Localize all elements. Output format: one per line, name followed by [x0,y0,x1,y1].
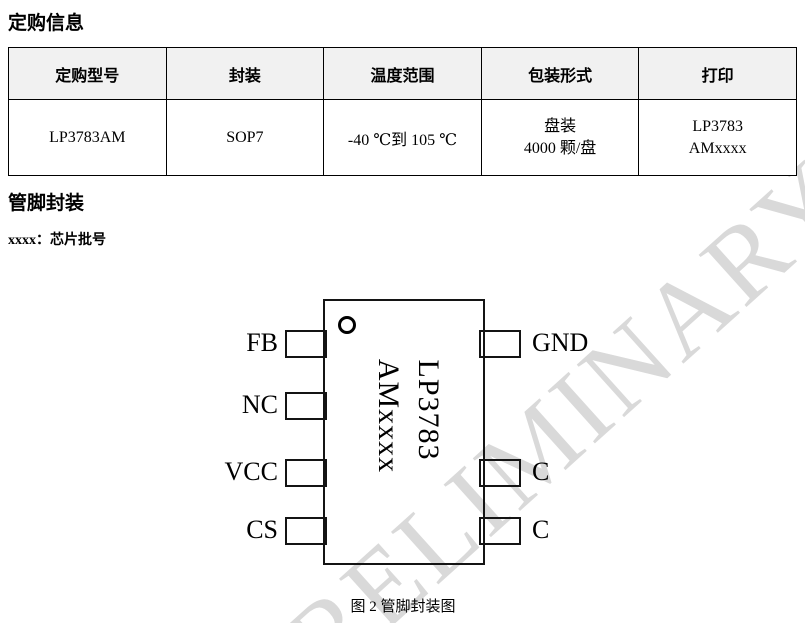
col-header-model: 定购型号 [8,47,167,100]
marking-line-1: LP3783 [692,117,744,135]
figure-caption: 图 2 管脚封装图 [350,599,456,615]
preliminary-watermark: PRELIMINARY [216,137,805,623]
col-header-package: 封装 [165,47,325,100]
pin-label-nc: NC [241,390,278,419]
cell-marking: LP3783 AMxxxx [638,99,797,176]
pin-fb [285,330,327,358]
pin-label-cs: CS [246,515,278,544]
section-title-package: 管脚封装 [8,193,85,214]
pin-c1 [479,459,521,487]
pin-label-c1: C [532,457,550,486]
packing-line-2: 4000 颗/盘 [523,139,597,157]
table-row: LP3783AM SOP7 -40 ℃到 105 ℃ 盘装 4000 颗/盘 L… [8,99,797,176]
col-header-packing: 包装形式 [480,47,640,100]
pin-label-vcc: VCC [224,457,278,486]
pin-vcc [285,459,327,487]
chip-body [323,299,485,565]
batch-number-note: xxxx：芯片批号 [8,233,106,248]
cell-model: LP3783AM [8,99,167,176]
table-header-row: 定购型号 封装 温度范围 包装形式 打印 [8,47,797,100]
cell-package: SOP7 [165,99,325,176]
chip-marking-line-1: LP3783 [412,359,445,461]
pin-nc [285,392,327,420]
col-header-marking: 打印 [638,47,797,100]
section-title-ordering: 定购信息 [8,13,85,34]
marking-line-2: AMxxxx [688,139,747,157]
chip-marking-line-2: AMxxxx [372,358,405,474]
cell-temperature: -40 ℃到 105 ℃ [323,99,482,176]
pin-label-c2: C [532,515,550,544]
pin-gnd [479,330,521,358]
pin-label-fb: FB [246,328,278,357]
col-header-temperature: 温度范围 [323,47,482,100]
pin1-indicator-dot [338,316,356,334]
cell-packing: 盘装 4000 颗/盘 [480,99,640,176]
packing-line-1: 盘装 [544,117,577,135]
ordering-table: 定购型号 封装 温度范围 包装形式 打印 LP3783AM SOP7 -40 ℃… [8,47,797,176]
pin-cs [285,517,327,545]
pin-label-gnd: GND [532,328,589,357]
pin-c2 [479,517,521,545]
